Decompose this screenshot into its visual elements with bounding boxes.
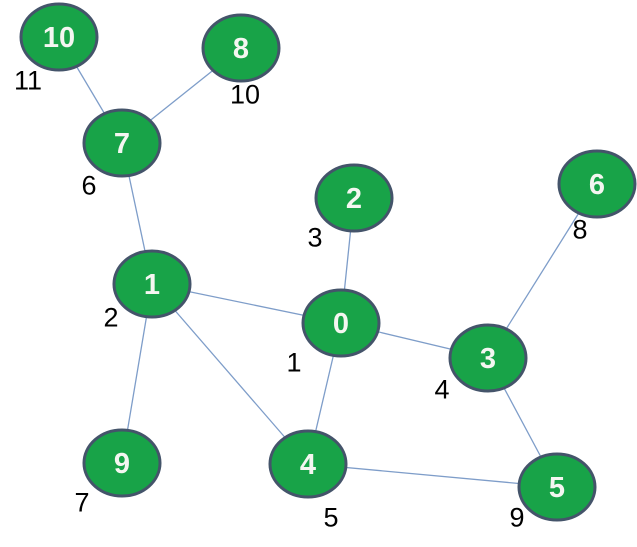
node-number-5: 5 <box>549 472 565 504</box>
node-outer-label-5: 9 <box>509 502 524 532</box>
node-circle-5[interactable] <box>517 452 597 522</box>
node-outer-label-3: 4 <box>434 374 449 404</box>
node-outer-label-0: 1 <box>286 347 301 377</box>
node-circle-3[interactable] <box>448 323 528 393</box>
graph-node-8[interactable]: 8 <box>201 13 281 83</box>
graph-edge-1-4 <box>151 283 309 465</box>
graph-node-10[interactable]: 10 <box>19 2 99 72</box>
graph-node-3[interactable]: 3 <box>448 323 528 393</box>
graph-node-4[interactable]: 4 <box>268 429 348 499</box>
graph-node-9[interactable]: 9 <box>82 428 162 498</box>
node-outer-label-6: 8 <box>572 214 587 244</box>
graph-node-5[interactable]: 5 <box>517 452 597 522</box>
node-circle-4[interactable] <box>268 429 348 499</box>
node-number-9: 9 <box>114 448 130 480</box>
graph-node-1[interactable]: 1 <box>112 249 192 319</box>
node-number-0: 0 <box>333 308 349 340</box>
node-circle-0[interactable] <box>301 288 381 358</box>
node-number-8: 8 <box>233 33 249 65</box>
node-outer-label-7: 6 <box>81 170 96 200</box>
node-circle-8[interactable] <box>201 13 281 83</box>
node-number-10: 10 <box>43 22 75 54</box>
node-outer-label-4: 5 <box>323 502 338 532</box>
graph-node-2[interactable]: 2 <box>314 163 394 233</box>
node-circle-2[interactable] <box>314 163 394 233</box>
node-number-6: 6 <box>589 169 605 201</box>
graph-node-6[interactable]: 6 <box>557 149 637 219</box>
node-number-1: 1 <box>144 269 160 301</box>
node-number-7: 7 <box>114 128 130 160</box>
node-outer-label-8: 10 <box>230 79 260 109</box>
graph-edge-4-5 <box>307 463 558 488</box>
node-circle-6[interactable] <box>557 149 637 219</box>
node-circle-10[interactable] <box>19 2 99 72</box>
node-circle-1[interactable] <box>112 249 192 319</box>
node-outer-label-10: 11 <box>14 65 42 95</box>
node-outer-label-1: 2 <box>103 302 118 332</box>
node-number-2: 2 <box>346 183 362 215</box>
node-number-4: 4 <box>300 449 316 481</box>
node-circle-7[interactable] <box>82 108 162 178</box>
node-circle-9[interactable] <box>82 428 162 498</box>
node-outer-label-9: 7 <box>74 487 89 517</box>
node-outer-label-2: 3 <box>307 222 322 252</box>
graph-node-7[interactable]: 7 <box>82 108 162 178</box>
graph-node-0[interactable]: 0 <box>301 288 381 358</box>
node-number-3: 3 <box>480 343 496 375</box>
